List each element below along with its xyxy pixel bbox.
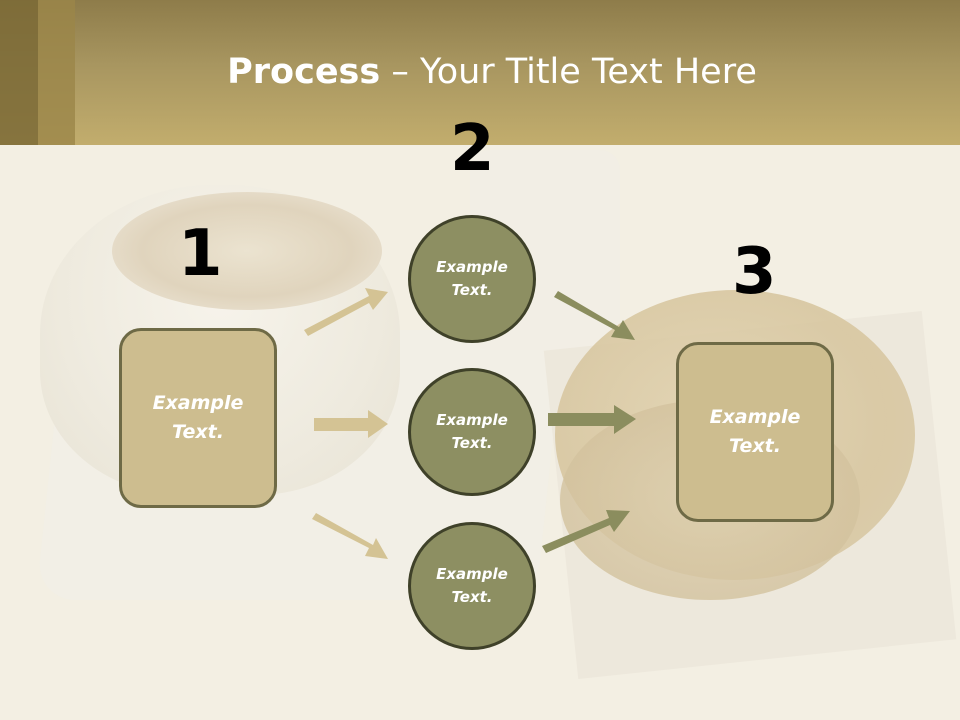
arrow-left-to-bottom [312, 513, 388, 559]
title-rest: – Your Title Text Here [380, 52, 757, 92]
circle-middle-line1: Example [436, 411, 508, 429]
step-3-text-line2: Text. [729, 435, 781, 457]
arrow-top-to-right [554, 291, 635, 340]
title-bold: Process [227, 52, 381, 92]
step-1-box: Example Text. [119, 328, 277, 508]
arrow-middle-to-right [548, 405, 636, 434]
step-3-box: Example Text. [676, 342, 834, 522]
slide-title: Process – Your Title Text Here [0, 52, 960, 92]
title-bar-accent [0, 0, 38, 145]
title-bar [0, 0, 960, 145]
arrow-bottom-to-right [542, 510, 630, 553]
circle-top-line1: Example [436, 258, 508, 276]
step-3-text-line1: Example [709, 406, 801, 428]
arrow-left-to-top [304, 288, 388, 336]
circle-middle-line2: Text. [451, 434, 493, 452]
circle-top-line2: Text. [451, 281, 493, 299]
step-2-circle-bottom: Example Text. [408, 522, 536, 650]
step-2-circle-middle: Example Text. [408, 368, 536, 496]
step-1-text-line1: Example [152, 392, 244, 414]
step-number-1: 1 [178, 217, 223, 291]
step-number-2: 2 [450, 112, 495, 186]
step-1-text-line2: Text. [172, 421, 224, 443]
step-number-3: 3 [732, 235, 777, 309]
arrow-left-to-middle [314, 410, 388, 438]
step-2-circle-top: Example Text. [408, 215, 536, 343]
circle-bottom-line2: Text. [451, 588, 493, 606]
title-bar-accent-light [38, 0, 75, 145]
coffee-foam-shape [112, 192, 382, 310]
circle-bottom-line1: Example [436, 565, 508, 583]
